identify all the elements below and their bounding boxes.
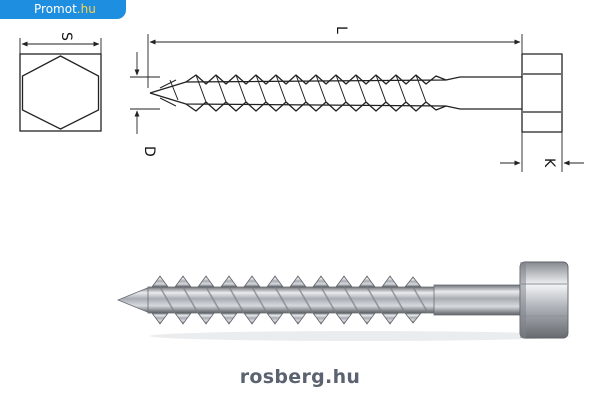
dim-l-label: L <box>333 26 349 34</box>
hex-end-view <box>19 38 102 132</box>
dim-k-label: K <box>541 158 557 168</box>
promot-badge[interactable]: Promot.hu <box>0 0 126 19</box>
dim-s-label: S <box>58 32 74 41</box>
screw-side-view <box>149 53 563 133</box>
dim-d <box>130 52 160 134</box>
dim-d-label: D <box>141 146 157 157</box>
dim-l <box>147 34 523 88</box>
screw-photo <box>116 261 570 341</box>
badge-tld: .hu <box>76 2 96 16</box>
footer-site-label[interactable]: rosberg.hu <box>239 366 361 388</box>
badge-name: Promot <box>34 2 77 16</box>
dim-k <box>500 132 584 172</box>
